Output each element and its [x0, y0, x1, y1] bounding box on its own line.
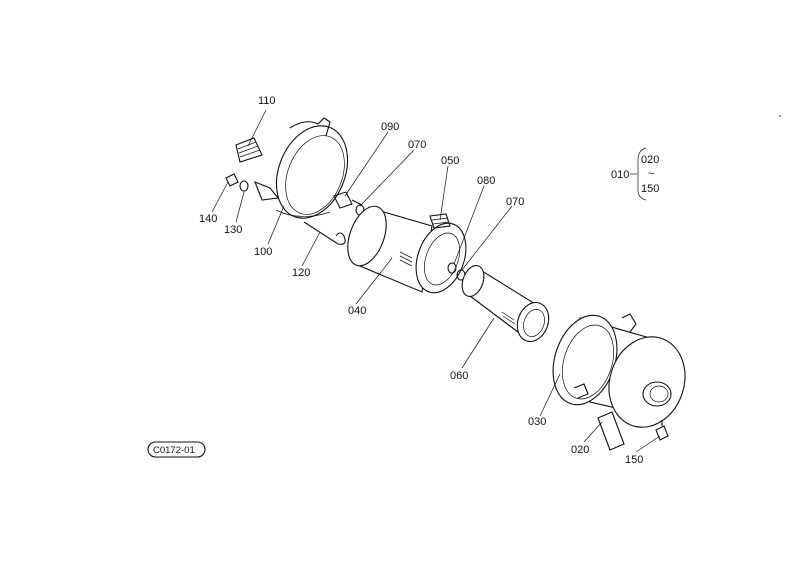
part-080-nut: [447, 262, 457, 274]
callout-070-first: 070: [408, 139, 426, 151]
stray-dot: [779, 115, 781, 117]
part-140-wing-nut: [225, 173, 239, 187]
legend-range-top: 020: [641, 154, 659, 166]
part-110-mesh-plate: [235, 137, 263, 163]
callout-150: 150: [625, 454, 643, 466]
callout-060: 060: [450, 370, 468, 382]
legend-range-bottom: 150: [641, 183, 659, 195]
callout-050: 050: [441, 155, 459, 167]
callout-140: 140: [199, 213, 217, 225]
callout-030: 030: [528, 416, 546, 428]
legend-parent-number: 010: [611, 169, 629, 181]
part-090-bolt: [333, 191, 363, 209]
part-040-primary-element: [347, 205, 467, 294]
part-130-washer: [239, 180, 249, 192]
callout-070-second: 070: [506, 196, 524, 208]
part-060-safety-element: [461, 265, 550, 343]
part-100-front-cover: [254, 117, 349, 219]
part-030-main-housing: [552, 313, 686, 451]
reference-code-text: C0172-01: [153, 445, 195, 456]
callout-020: 020: [571, 444, 589, 456]
leader-lines: [211, 109, 661, 453]
reference-code-badge: C0172-01: [147, 441, 206, 458]
callout-110: 110: [258, 95, 276, 107]
callout-080: 080: [477, 175, 495, 187]
callout-090: 090: [381, 121, 399, 133]
callout-120: 120: [292, 267, 310, 279]
part-120-hook-rod: [303, 221, 346, 245]
callout-040: 040: [348, 305, 366, 317]
callout-130: 130: [224, 224, 242, 236]
callout-100: 100: [254, 246, 272, 258]
legend-range-mark: ~: [648, 168, 654, 180]
assembly-legend: 010 020 ~ 150: [611, 147, 659, 201]
callout-labels: 110 090 070 050 080 070 140 130 100 120 …: [199, 95, 643, 466]
